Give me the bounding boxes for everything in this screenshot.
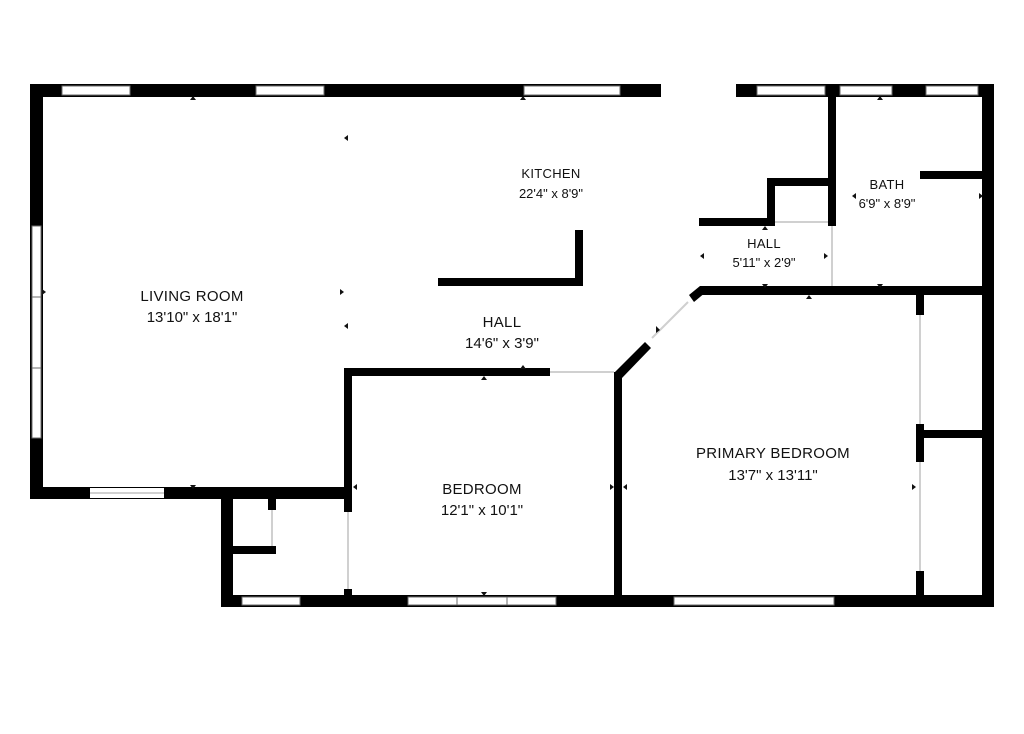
door-openings [90,221,921,589]
marker [912,484,916,490]
window [241,596,301,606]
wall-closet-side [767,178,775,224]
marker [762,226,768,230]
kitchen-counter-return [575,230,583,286]
wall-closet-right-mid [916,424,924,462]
marker [344,135,348,141]
marker [877,96,883,100]
kitchen-counter-wall [438,278,583,286]
room-dimensions-hall-main: 14'6" x 3'9" [465,335,539,352]
room-dimensions-primary-bedroom: 13'7" x 13'11" [728,467,818,484]
marker [806,295,812,299]
room-labels: LIVING ROOM 13'10" x 18'1" KITCHEN 22'4"… [140,166,915,519]
marker [190,96,196,100]
wall-closet-right-bottom [916,571,924,601]
wall-primary-top [700,286,986,295]
wall-right [982,84,994,607]
marker [979,193,983,199]
window [756,85,826,96]
room-name-kitchen: KITCHEN [521,166,580,181]
room-name-bedroom: BEDROOM [442,481,522,498]
wall-top-left [30,84,661,97]
window [673,596,835,606]
room-dimensions-living-room: 13'10" x 18'1" [147,309,238,326]
window [31,225,42,439]
marker [877,284,883,288]
wall-closet-divider [916,430,986,438]
wall-bedroom-top [344,368,550,376]
window [839,85,893,96]
interior-walls [228,90,986,601]
wall-small-closet [228,546,276,554]
wall-living-bottom [30,487,348,499]
marker [656,326,660,333]
room-dimensions-bath: 6'9" x 8'9" [859,196,916,211]
wall-closet-left [221,487,233,607]
measurement-markers [42,96,983,596]
wall-bottom [221,595,994,607]
window [255,85,325,96]
room-dimensions-kitchen: 22'4" x 8'9" [519,186,583,201]
marker [700,253,704,259]
wall-closet-right-top [916,291,924,315]
marker [610,484,614,490]
wall-bath-shelf [920,171,986,179]
marker [762,284,768,288]
window [925,85,979,96]
window [61,85,131,96]
marker [344,323,348,329]
marker [42,289,46,295]
marker [520,96,526,100]
windows [31,85,979,606]
room-name-primary-bedroom: PRIMARY BEDROOM [696,445,850,462]
wall-primary-left [614,372,622,601]
room-name-living-room: LIVING ROOM [140,288,243,305]
marker [190,485,196,489]
marker [824,253,828,259]
door-threshold [651,301,689,339]
wall-bedroom-left [344,368,352,512]
wall-primary-angle-top [689,286,706,302]
room-name-hall-small: HALL [747,236,781,251]
marker [520,365,526,369]
wall-closet-top [767,178,833,186]
marker [623,484,627,490]
room-name-hall-main: HALL [483,314,522,331]
marker [481,592,487,596]
wall-primary-angle-bottom [615,342,651,378]
room-dimensions-hall-small: 5'11" x 2'9" [732,255,795,270]
wall-bedroom-left-bottom [344,589,352,601]
wall-bath-left [828,90,836,226]
window [523,85,621,96]
marker [353,484,357,490]
wall-small-closet-top [268,496,276,510]
wall-hall-top [699,218,775,226]
marker [340,289,344,295]
marker [852,193,856,199]
window [407,596,557,606]
marker [481,376,487,380]
room-name-bath: BATH [870,177,905,192]
room-dimensions-bedroom: 12'1" x 10'1" [441,502,523,519]
